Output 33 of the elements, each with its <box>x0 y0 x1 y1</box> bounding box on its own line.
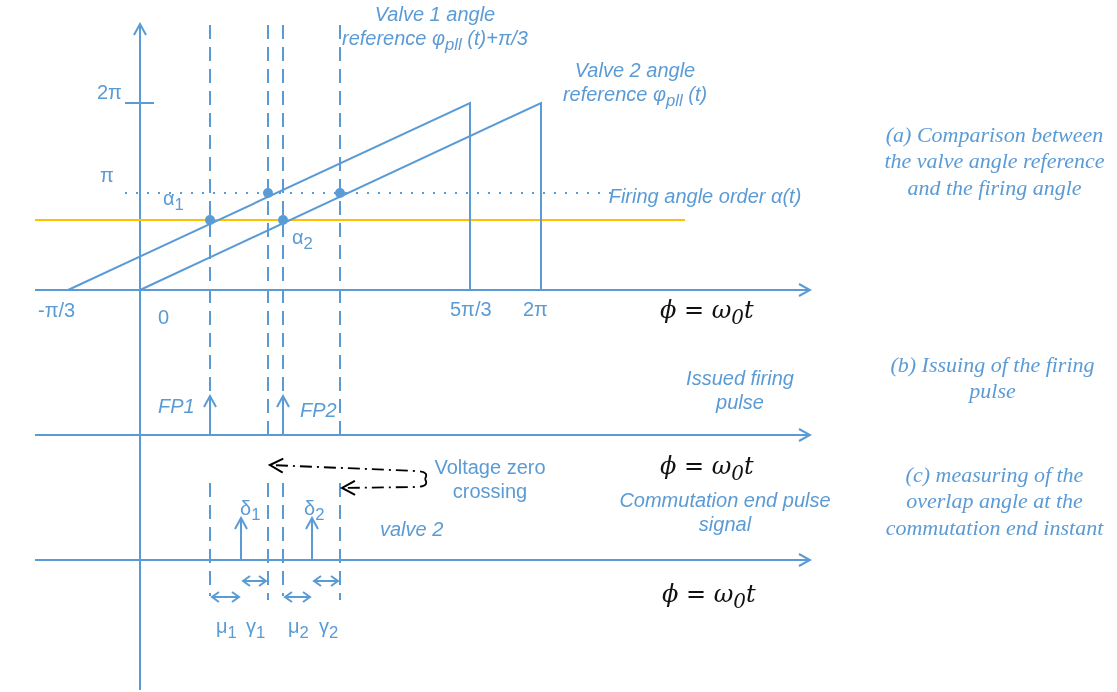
tick-label: 0 <box>158 305 170 329</box>
tick-label: 5π/3 <box>450 297 492 321</box>
curve-label: Valve 2 angle reference φ$_{pll}$ (t) <box>561 58 709 111</box>
panel-caption: (a) Comparison between the valve angle reference and the firing angle <box>883 122 1106 202</box>
curve-label: Firing angle order α(t) <box>607 184 803 208</box>
dashed-guide-line <box>339 24 341 601</box>
angle-label: α$_{2}$ <box>292 225 313 254</box>
axis-label: ϕ = ω$_{0}$t <box>660 296 754 329</box>
axis-label: ϕ = ω$_{0}$t <box>662 580 756 613</box>
angle-label: μ$_{2}$ <box>288 614 309 643</box>
angle-label: γ$_{2}$ <box>319 614 339 643</box>
leader-arrow <box>341 478 428 496</box>
curve-label: Valve 1 angle reference φ$_{pll}$ (t)+π/3 <box>341 2 529 55</box>
annotation-text: Voltage zero crossing <box>433 455 547 503</box>
pulse-label: FP1 <box>158 394 195 418</box>
dashed-guide-line <box>267 24 269 601</box>
tick-label: 2π <box>97 80 122 104</box>
panel-caption: (b) Issuing of the firing pulse <box>889 352 1096 405</box>
annotation-text: valve 2 <box>380 517 444 541</box>
angle-label: γ$_{1}$ <box>246 614 266 643</box>
tick-label: π <box>100 163 114 187</box>
angle-label: δ$_{2}$ <box>304 496 325 525</box>
angle-label: α$_{1}$ <box>163 186 184 215</box>
axis-title: Issued firing pulse <box>685 366 795 414</box>
axis-label: ϕ = ω$_{0}$t <box>660 452 754 485</box>
tick-label: 2π <box>523 297 548 321</box>
axis-title: Commutation end pulse signal <box>618 488 832 536</box>
panel-caption: (c) measuring of the overlap angle at the commutation end instant <box>884 462 1105 542</box>
leader-arrow <box>269 457 428 480</box>
angle-label: δ$_{1}$ <box>240 496 261 525</box>
pulse-label: FP2 <box>300 398 337 422</box>
tick-label: -π/3 <box>38 298 76 322</box>
angle-label: μ$_{1}$ <box>216 614 237 643</box>
